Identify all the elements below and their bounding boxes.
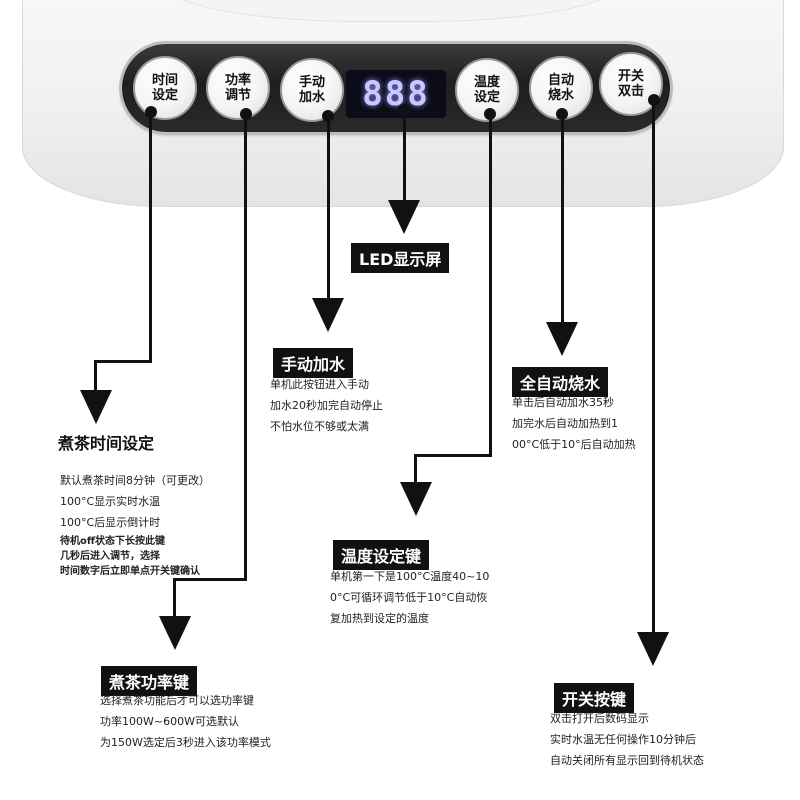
arrow-down-icon [546, 322, 578, 356]
power-toggle-title: 开关按键 [554, 683, 635, 713]
connector-line [327, 116, 330, 300]
led-label: LED显示屏 [351, 243, 450, 273]
manual-water-button[interactable]: 手动 加水 [280, 58, 344, 122]
connector-line [244, 114, 247, 580]
arrow-down-icon [80, 390, 112, 424]
manual-water-description: 单机此按钮进入手动 加水20秒加完自动停止 不怕水位不够或太满 [270, 378, 383, 433]
connector-line [652, 100, 655, 634]
time-setting-description: 默认煮茶时间8分钟（可更改） 100°C显示实时水温 100°C后显示倒计时 [60, 474, 210, 529]
time-setting-title: 煮茶时间设定 [58, 434, 155, 453]
connector-line [173, 578, 247, 581]
manual-water-title: 手动加水 [273, 348, 354, 378]
temperature-setting-title: 温度设定键 [333, 540, 430, 570]
power-setting-description: 选择煮茶功能后才可以选功率键 功率100W~600W可选默认 为150W选定后3… [100, 694, 271, 749]
auto-boil-title: 全自动烧水 [512, 367, 609, 397]
arrow-down-icon [312, 298, 344, 332]
connector-line [149, 112, 152, 362]
arrow-down-icon [388, 200, 420, 234]
auto-boil-description: 单击后自动加水35秒 加完水后自动加热到1 00°C低于10°后自动加热 [512, 396, 636, 451]
temperature-setting-description: 单机第一下是100°C温度40~10 0°C可循环调节低于10°C自动恢 复加热… [330, 570, 490, 625]
connector-line [403, 110, 406, 202]
arrow-down-icon [159, 616, 191, 650]
power-toggle-description: 双击打开后数码显示 实时水温无任何操作10分钟后 自动关闭所有显示回到待机状态 [550, 712, 704, 767]
connector-line [414, 454, 492, 457]
connector-line [94, 360, 97, 392]
power-toggle-button[interactable]: 开关 双击 [599, 52, 663, 116]
connector-line [94, 360, 152, 363]
connector-line [561, 114, 564, 324]
power-adjust-button[interactable]: 功率 调节 [206, 56, 270, 120]
arrow-down-icon [400, 482, 432, 516]
connector-line [489, 114, 492, 456]
time-setting-note: 待机off状态下长按此键 几秒后进入调节，选择 时间数字后立即单点开关键确认 [60, 536, 200, 577]
connector-line [173, 578, 176, 620]
auto-boil-button[interactable]: 自动 烧水 [529, 56, 593, 120]
connector-line [414, 454, 417, 484]
time-set-button[interactable]: 时间 设定 [133, 56, 197, 120]
power-setting-title: 煮茶功率键 [101, 666, 198, 696]
led-display: 888 [346, 70, 446, 118]
arrow-down-icon [637, 632, 669, 666]
temperature-set-button[interactable]: 温度 设定 [455, 58, 519, 122]
